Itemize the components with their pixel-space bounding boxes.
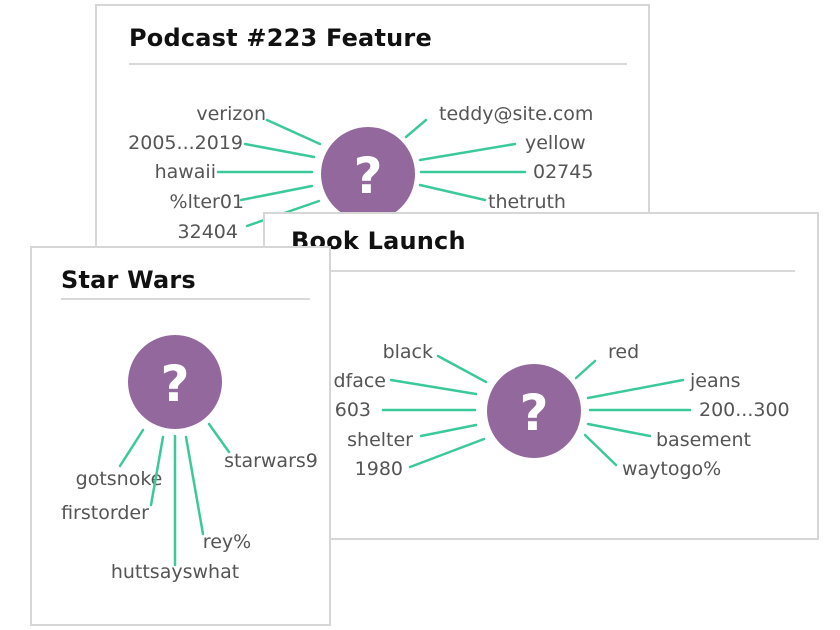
podcast-keyword: verizon	[196, 103, 266, 125]
podcast-connector-line	[418, 142, 517, 162]
book-launch-connector-line	[436, 354, 488, 384]
book-launch-word-diagram: black dface 603 shelter 1980 red jeans 200...30…	[333, 341, 790, 480]
book-launch-connector-line	[586, 422, 652, 438]
book-launch-connector-line	[586, 378, 685, 400]
podcast-connector-line	[243, 142, 316, 159]
podcast-card-title: Podcast #223 Feature	[129, 24, 432, 52]
book-launch-keyword: 200...300	[699, 399, 790, 421]
podcast-title-divider	[129, 63, 627, 65]
book-launch-keyword: 1980	[355, 458, 403, 480]
book-launch-keyword: black	[383, 341, 433, 363]
podcast-keyword: hawaii	[155, 161, 216, 183]
star-wars-card: Star Wars gotsnoke firstorder huttsayswhat…	[30, 246, 331, 626]
question-mark-icon: ?	[353, 147, 382, 205]
star-wars-connector-line	[207, 422, 231, 454]
star-wars-card-title: Star Wars	[61, 266, 196, 294]
book-launch-keyword: jeans	[689, 370, 741, 392]
podcast-connector-line	[404, 118, 428, 139]
podcast-unknown-node	[321, 127, 415, 221]
book-launch-connector-line	[574, 359, 597, 380]
star-wars-keyword: huttsayswhat	[111, 561, 239, 583]
star-wars-keyword: firstorder	[61, 502, 149, 524]
podcast-connector-line	[418, 183, 487, 202]
podcast-keyword: 32404	[178, 221, 238, 243]
star-wars-unknown-node	[128, 335, 222, 429]
book-launch-keyword: shelter	[347, 429, 413, 451]
podcast-keyword: 02745	[533, 161, 593, 183]
book-launch-keyword: dface	[333, 370, 386, 392]
star-wars-connector-line	[184, 435, 205, 536]
star-wars-connector-line	[149, 435, 165, 507]
question-mark-icon: ?	[519, 384, 548, 442]
star-wars-keyword: rey%	[203, 531, 251, 553]
book-launch-keyword: red	[608, 341, 639, 363]
podcast-keyword: %lter01	[170, 191, 244, 213]
question-mark-icon: ?	[160, 355, 189, 413]
book-launch-title-divider	[291, 270, 795, 272]
book-launch-unknown-node	[487, 364, 581, 458]
book-launch-keyword: 603	[335, 399, 371, 421]
podcast-keyword: yellow	[525, 132, 586, 154]
podcast-word-diagram: verizon 2005...2019 hawaii %lter01 32404 tedd…	[128, 103, 593, 243]
star-wars-keyword: starwars9	[224, 450, 318, 472]
podcast-connector-line	[239, 184, 314, 202]
star-wars-word-diagram: gotsnoke firstorder huttsayswhat rey% starwa…	[61, 335, 318, 583]
book-launch-connector-line	[389, 378, 478, 396]
podcast-keyword: 2005...2019	[128, 132, 243, 154]
podcast-connector-line	[265, 118, 322, 146]
podcast-keyword: thetruth	[488, 191, 566, 213]
podcast-keyword: teddy@site.com	[439, 103, 593, 125]
book-launch-connector-line	[419, 423, 478, 438]
book-launch-keyword: basement	[656, 429, 751, 451]
book-launch-connector-line	[583, 433, 618, 467]
book-launch-connector-line	[408, 437, 486, 469]
star-wars-title-divider	[61, 298, 310, 300]
star-wars-keyword: gotsnoke	[76, 468, 163, 490]
star-wars-connector-line	[118, 428, 145, 468]
book-launch-keyword: waytogo%	[622, 458, 721, 480]
